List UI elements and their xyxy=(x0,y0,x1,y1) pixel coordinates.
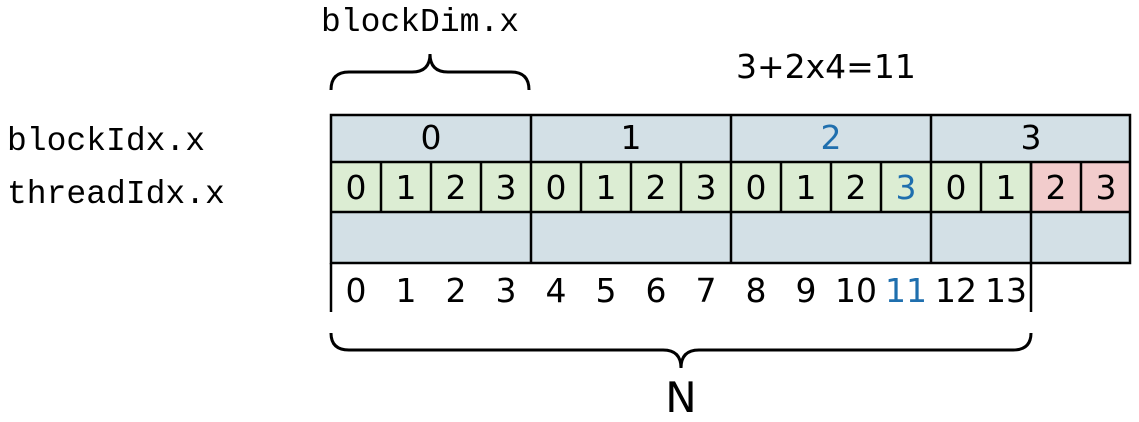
global-index-label: 8 xyxy=(746,271,767,310)
thread-cell xyxy=(831,162,881,212)
thread-cell xyxy=(781,162,831,212)
block-index-label: 3 xyxy=(1021,118,1042,157)
global-index-label: 12 xyxy=(935,271,977,310)
global-index-label: 7 xyxy=(696,271,717,310)
thread-cell xyxy=(731,162,781,212)
n-brace xyxy=(329,332,1033,369)
formula-label: 3+2x4=11 xyxy=(736,47,916,86)
global-index-label: 10 xyxy=(835,271,877,310)
thread-cell xyxy=(481,162,531,212)
thread-index-label: 1 xyxy=(996,168,1017,207)
thread-cell xyxy=(1031,162,1081,212)
global-index-label: 13 xyxy=(985,271,1027,310)
block-idx-label: blockIdx.x xyxy=(7,123,205,160)
global-index-label: 9 xyxy=(796,271,817,310)
thread-index-label: 1 xyxy=(596,168,617,207)
thread-cell xyxy=(931,162,981,212)
block-dim-label: blockDim.x xyxy=(321,4,519,41)
block-index-label: 1 xyxy=(621,118,642,157)
thread-index-label: 3 xyxy=(1096,168,1117,207)
thread-index-label: 0 xyxy=(346,168,367,207)
thread-index-label: 3 xyxy=(696,168,717,207)
block-dim-brace xyxy=(329,53,531,91)
block-index-label: 2 xyxy=(821,118,842,157)
thread-index-label: 2 xyxy=(1046,168,1067,207)
thread-cell xyxy=(431,162,481,212)
thread-index-label: 2 xyxy=(446,168,467,207)
global-index-label: 11 xyxy=(885,271,927,310)
n-label: N xyxy=(665,373,696,422)
thread-index-label: 0 xyxy=(546,168,567,207)
thread-index-label: 2 xyxy=(846,168,867,207)
thread-cell xyxy=(681,162,731,212)
thread-cell xyxy=(581,162,631,212)
block-index-label: 0 xyxy=(421,118,442,157)
thread-cell xyxy=(981,162,1031,212)
thread-cell xyxy=(381,162,431,212)
global-index-label: 3 xyxy=(496,271,517,310)
thread-index-label: 2 xyxy=(646,168,667,207)
thread-cell xyxy=(531,162,581,212)
thread-cell xyxy=(1081,162,1131,212)
thread-cell xyxy=(881,162,931,212)
global-index-label: 4 xyxy=(546,271,567,310)
thread-index-label: 3 xyxy=(896,168,917,207)
thread-cell xyxy=(331,162,381,212)
thread-index-label: 3 xyxy=(496,168,517,207)
thread-index-label: 1 xyxy=(396,168,417,207)
global-index-label: 0 xyxy=(346,271,367,310)
thread-index-label: 1 xyxy=(796,168,817,207)
global-index-label: 2 xyxy=(446,271,467,310)
thread-index-label: 0 xyxy=(746,168,767,207)
thread-idx-label: threadIdx.x xyxy=(7,176,225,213)
global-index-label: 6 xyxy=(646,271,667,310)
global-index-label: 5 xyxy=(596,271,617,310)
thread-index-label: 0 xyxy=(946,168,967,207)
thread-cell xyxy=(631,162,681,212)
global-index-label: 1 xyxy=(396,271,417,310)
